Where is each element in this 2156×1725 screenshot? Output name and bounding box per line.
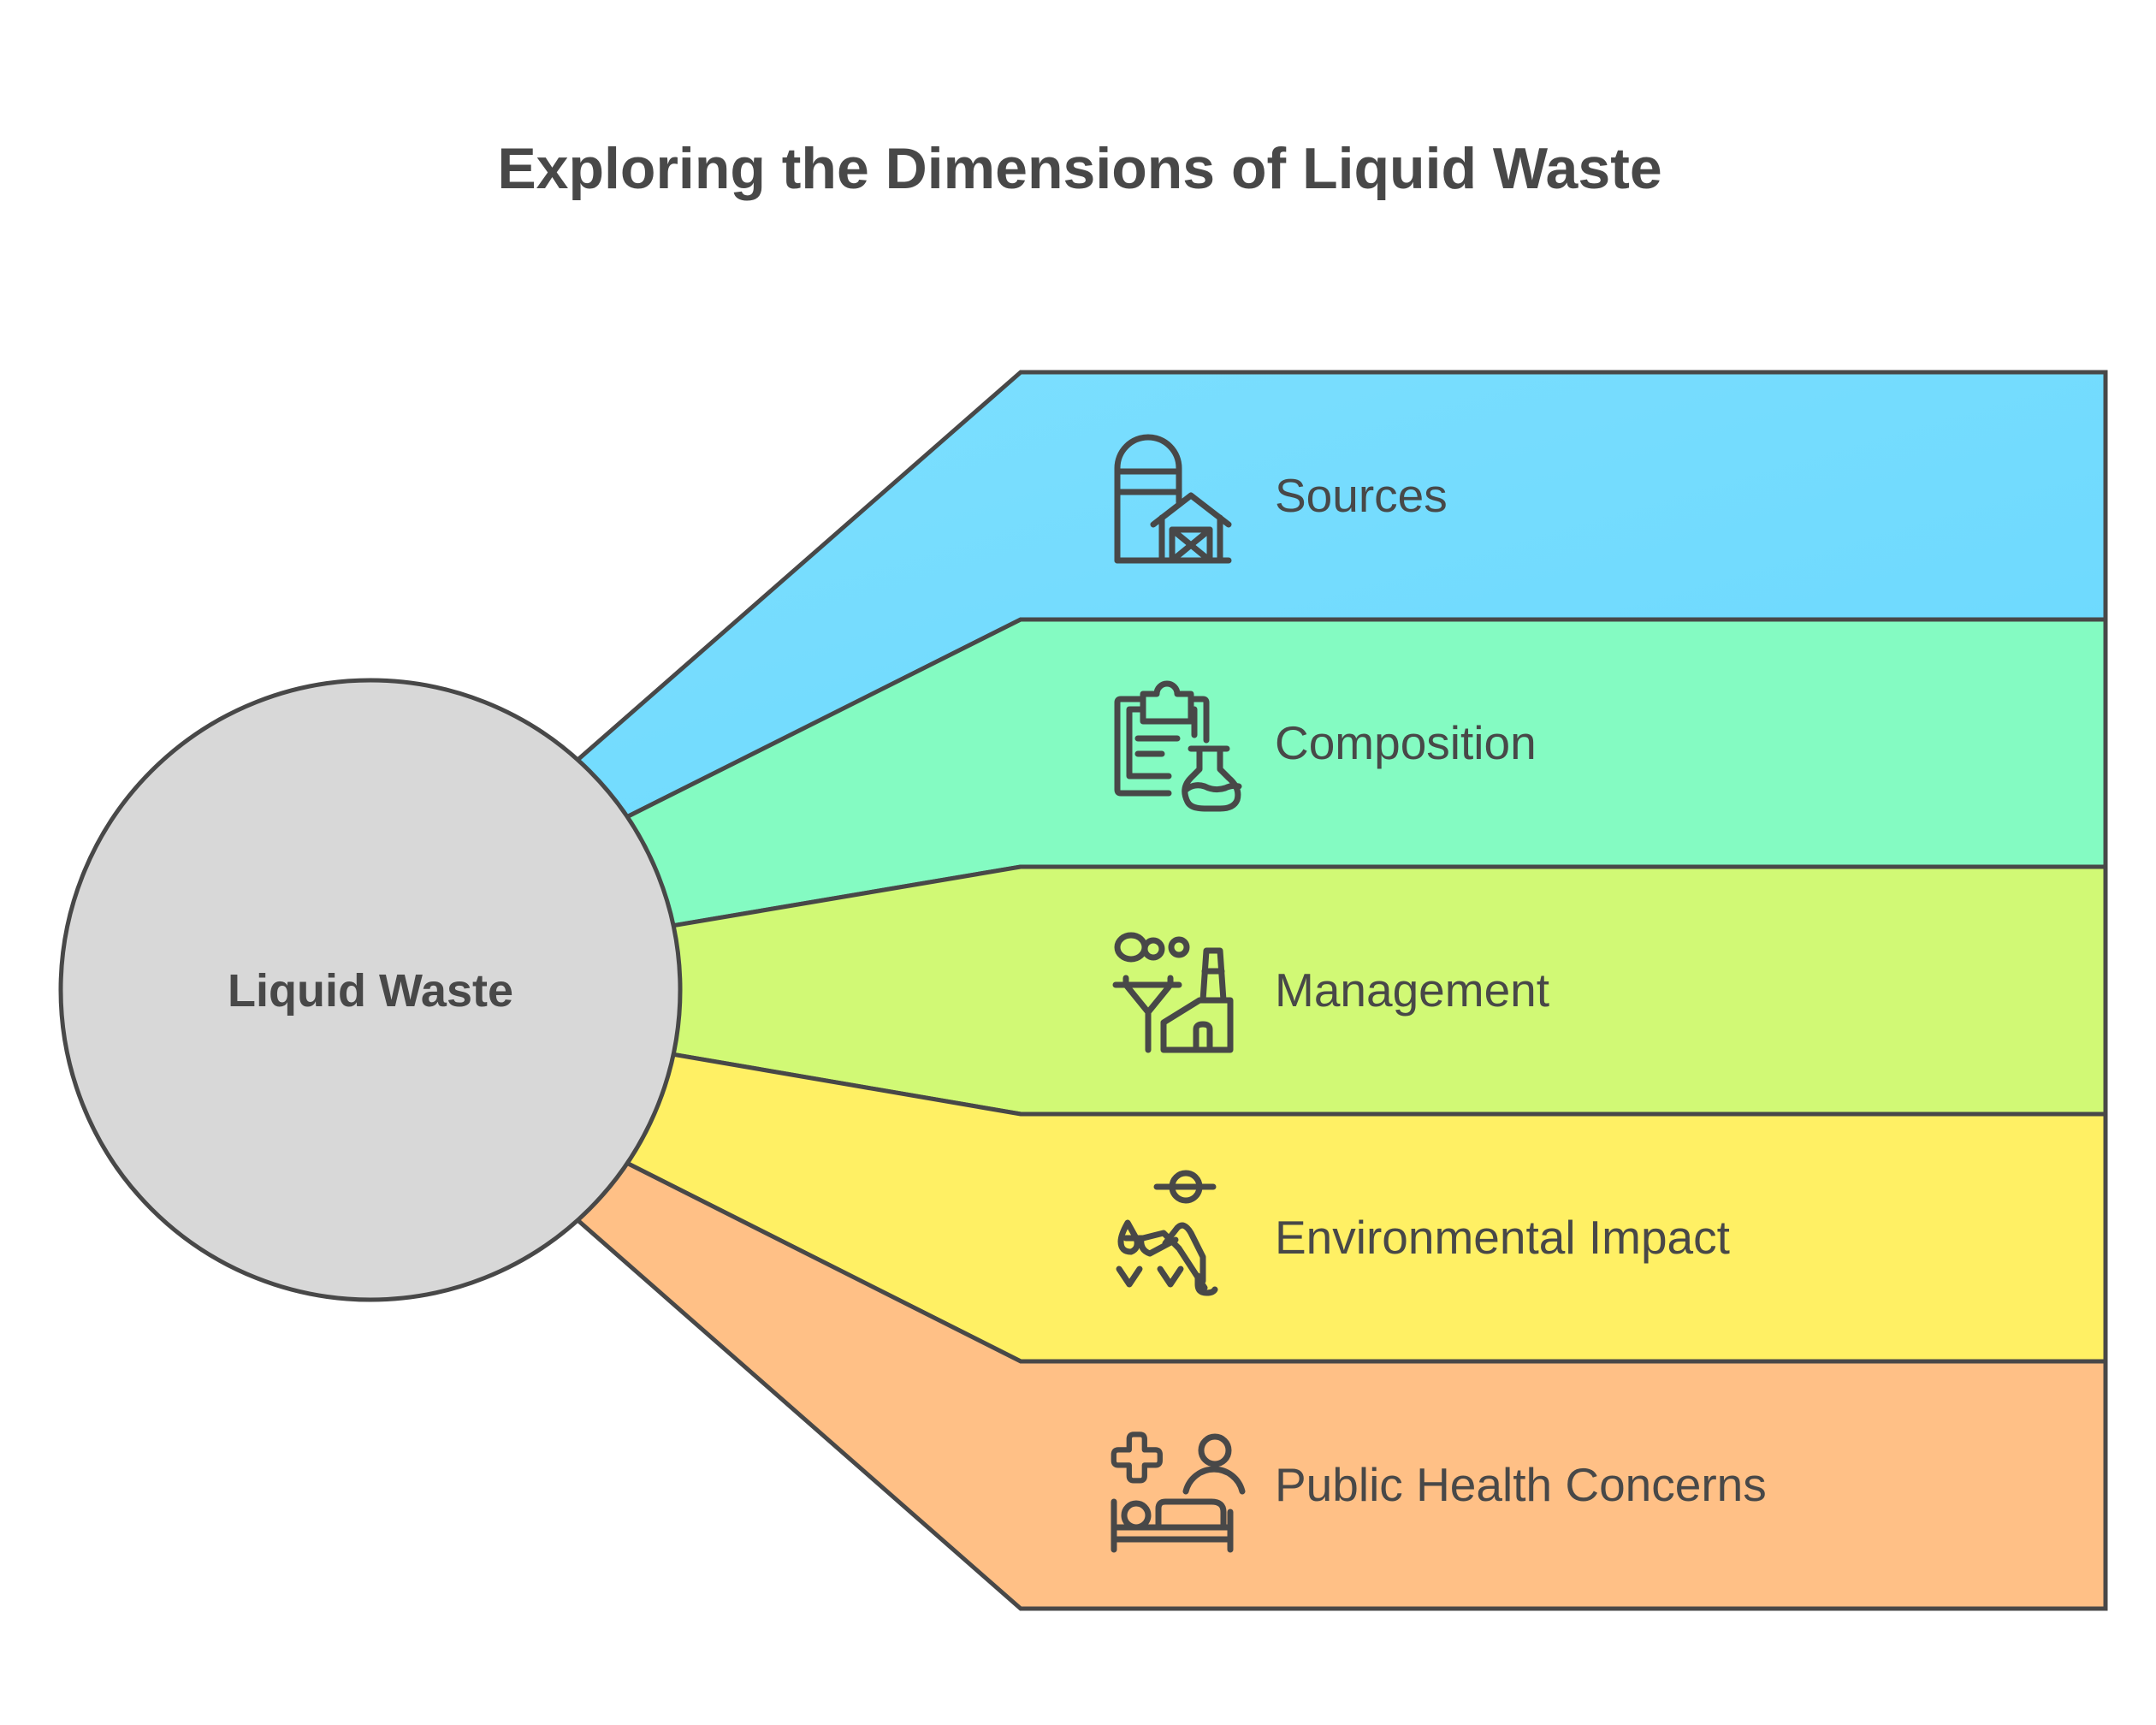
factory-power-line-icon [1112, 932, 1234, 1053]
patient-bed-medical-icon [1111, 1432, 1246, 1553]
branch-label-composition: Composition [1275, 716, 1537, 769]
center-circle[interactable] [58, 678, 683, 1302]
diagram-title: Exploring the Dimensions of Liquid Waste [497, 136, 1661, 201]
center-node[interactable]: Liquid Waste [58, 678, 683, 1302]
branch-label-public-health-concerns: Public Health Concerns [1275, 1458, 1767, 1511]
branch-bands [522, 370, 2108, 1611]
center-label: Liquid Waste [228, 965, 513, 1017]
farm-silo-barn-icon [1114, 434, 1232, 564]
farmer-planting-icon [1116, 1170, 1218, 1296]
branch-label-environmental-impact: Environmental Impact [1275, 1211, 1730, 1264]
clipboard-flask-icon [1114, 680, 1242, 812]
branch-label-sources: Sources [1275, 469, 1448, 522]
branch-label-management: Management [1275, 963, 1549, 1017]
